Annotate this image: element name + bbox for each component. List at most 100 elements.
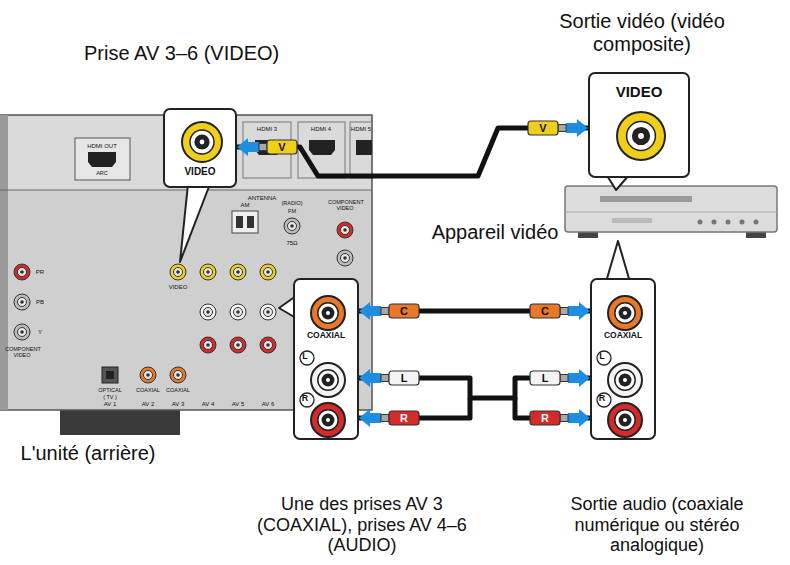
panel-marking: 75Ω (286, 240, 297, 247)
panel-jack (260, 337, 276, 353)
panel-jack (176, 373, 180, 377)
cable-plug (381, 411, 419, 425)
panel-jack (266, 270, 270, 274)
panel-jack (341, 226, 350, 235)
panel-jack (260, 337, 276, 353)
panel-marking: PB (36, 299, 44, 306)
panel-jack (14, 294, 30, 310)
cable-plug (558, 125, 566, 132)
cable-plug (381, 304, 419, 318)
panel-jack (20, 330, 24, 334)
panel-jack (206, 343, 210, 347)
part-name: L'unité (arrière) (21, 442, 156, 464)
video-device (565, 212, 777, 213)
panel-jack (14, 264, 30, 280)
panel-jack (146, 373, 150, 377)
panel-jack (260, 264, 276, 280)
cable-plug (389, 371, 419, 385)
plug-letter: L (401, 372, 408, 384)
panel-jack (234, 308, 243, 317)
cable-plug (530, 371, 568, 385)
panel-jack (230, 264, 246, 280)
receiver-rear-panel (298, 122, 345, 178)
panel-jack (170, 264, 186, 280)
channel-ring (597, 351, 611, 365)
plug-letter: R (400, 412, 408, 424)
panel-marking: COAXIAL (166, 387, 190, 393)
jack-label: VIDEO (616, 83, 663, 100)
panel-jack (170, 367, 186, 383)
cable-plug (560, 415, 568, 422)
callout-box: Sortie audio (coaxiale numérique ou stér… (590, 278, 656, 440)
panel-jack (200, 337, 216, 353)
panel-marking: COAXIAL (136, 387, 160, 393)
channel-ring (300, 351, 314, 365)
panel-marking: HDMI OUT (87, 143, 117, 150)
video-device (726, 220, 731, 225)
jack-symbol (608, 363, 642, 397)
callout-heading: Prise AV 3–6 (VIDEO) (84, 42, 279, 65)
plug-letter: C (400, 305, 408, 317)
panel-jack (337, 222, 353, 238)
receiver-rear-panel (309, 140, 335, 155)
panel-marking: AV 4 (202, 401, 215, 408)
receiver-rear-panel (232, 211, 258, 233)
receiver-rear-panel (0, 115, 8, 410)
panel-jack (200, 304, 216, 320)
panel-jack (260, 264, 276, 280)
panel-marking: AV 2 (142, 401, 155, 408)
panel-jack (337, 222, 353, 238)
panel-jack (20, 270, 24, 274)
callout-heading: Une des prises AV 3 (COAXIAL), prises AV… (242, 494, 482, 556)
panel-jack (14, 324, 30, 340)
panel-jack (284, 218, 300, 234)
panel-jack (170, 367, 186, 383)
panel-jack (144, 371, 153, 380)
receiver-rear-panel (350, 122, 372, 178)
panel-jack (14, 264, 30, 280)
panel-jack (236, 270, 240, 274)
panel-jack (284, 218, 300, 234)
panel-jack (234, 268, 243, 277)
video-device (698, 220, 703, 225)
panel-jack (200, 304, 216, 320)
panel-jack (343, 256, 347, 260)
panel-marking: OPTICAL (98, 387, 122, 393)
jack-symbol (617, 112, 665, 160)
callout-box: Sortie vidéo (vidéo composite)VIDEO (588, 72, 690, 178)
cable-plug (530, 304, 568, 318)
panel-jack (337, 250, 353, 266)
cable-plug (381, 415, 389, 422)
cable-plug (259, 140, 297, 154)
panel-marking: HDMI 3 (257, 126, 277, 133)
cable-plug (528, 121, 558, 135)
panel-jack (230, 337, 246, 353)
jack-symbol (311, 296, 345, 330)
cable-plug (530, 371, 560, 385)
receiver-rear-panel (236, 216, 243, 228)
plug-letter: L (542, 372, 549, 384)
panel-marking: HDMI 4 (311, 126, 331, 133)
panel-jack (230, 304, 246, 320)
panel-jack (18, 328, 27, 337)
cable-plug (530, 304, 560, 318)
plug-letter: V (278, 141, 285, 153)
panel-jack (204, 341, 213, 350)
receiver-rear-panel (106, 371, 114, 379)
jack-label: R (302, 393, 309, 403)
panel-jack (230, 337, 246, 353)
jack-symbol (608, 403, 642, 437)
cable-layer (237, 128, 590, 398)
panel-jack (206, 310, 210, 314)
plug-letter: R (541, 412, 549, 424)
panel-marking: COMPONENT VIDEO (328, 199, 362, 211)
panel-marking: HDMI 5 (351, 126, 371, 133)
receiver-rear-panel (356, 140, 372, 155)
cable-plug (389, 411, 419, 425)
jack-symbol (311, 403, 345, 437)
callout-pointer (606, 241, 630, 282)
video-device (565, 186, 777, 238)
channel-ring (300, 393, 314, 407)
cable-plug (267, 140, 297, 154)
receiver-rear-panel (247, 216, 254, 228)
